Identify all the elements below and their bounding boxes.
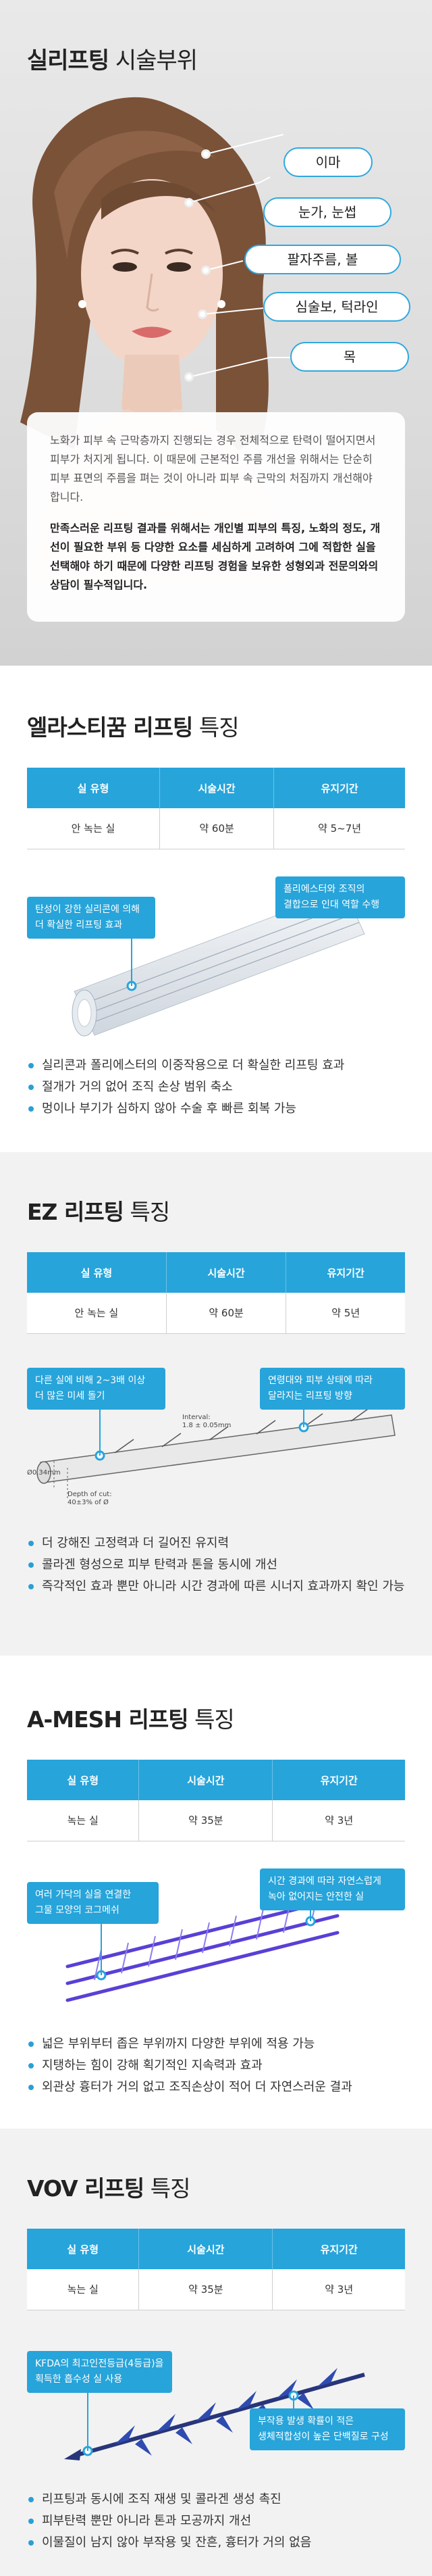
feature-list: 리프팅과 동시에 조직 재생 및 콜라겐 생성 촉진 피부탄력 뿐만 아니라 톤…	[27, 2489, 405, 2554]
thread-illustration: KFDA의 최고인전등급(4등급)을 획득한 흡수성 실 사용 부작용 발생 확…	[27, 2337, 405, 2473]
table-header: 실 유형	[27, 2229, 140, 2269]
list-item: 즉각적인 효과 뿐만 아니라 시간 경과에 따른 시너지 효과까지 확인 가능	[27, 1576, 405, 1597]
callout-dot	[198, 309, 207, 319]
table-header: 유지기간	[273, 768, 405, 808]
list-item: 리프팅과 동시에 조직 재생 및 콜라겐 생성 촉진	[27, 2489, 405, 2510]
table-cell: 안 녹는 실	[27, 808, 160, 849]
feature-bubble-left: 탄성이 강한 실리콘에 의해 더 확실한 리프팅 효과	[27, 896, 155, 939]
table-header: 실 유형	[27, 768, 160, 808]
table-cell: 녹는 실	[27, 1800, 140, 1841]
table-row: 녹는 실 약 35분 약 3년	[27, 1800, 405, 1841]
table-cell: 녹는 실	[27, 2269, 140, 2310]
table-row: 녹는 실 약 35분 약 3년	[27, 2269, 405, 2310]
section-title: 엘라스티꿈 리프팅 특징	[27, 714, 240, 741]
feature-list: 실리콘과 폴리에스터의 이중작용으로 더 확실한 리프팅 효과 절개가 거의 없…	[27, 1055, 405, 1120]
spec-table: 실 유형 시술시간 유지기간 녹는 실 약 35분 약 3년	[27, 1760, 405, 1841]
callout-dot	[201, 149, 211, 159]
list-item: 피부탄력 뿐만 아니라 톤과 모공까지 개선	[27, 2510, 405, 2532]
vov-section: VOV 리프팅 특징 실 유형 시술시간 유지기간 녹는 실 약 35분 약 3…	[0, 2129, 432, 2576]
table-cell: 약 35분	[138, 1800, 273, 1841]
table-cell: 약 60분	[166, 1293, 287, 1334]
thread-illustration: 여러 가닥의 실을 연결한 그물 모양의 코그메쉬 시간 경과에 따라 자연스럽…	[27, 1868, 405, 2017]
feature-list: 넓은 부위부터 좁은 부위까지 다양한 부위에 적용 가능 지탱하는 힘이 강해…	[27, 2033, 405, 2098]
spec-table: 실 유형 시술시간 유지기간 녹는 실 약 35분 약 3년	[27, 2229, 405, 2310]
callout-dot	[184, 198, 194, 207]
spec-table: 실 유형 시술시간 유지기간 안 녹는 실 약 60분 약 5~7년	[27, 768, 405, 849]
table-cell: 약 3년	[272, 2269, 405, 2310]
list-item: 더 강해진 고정력과 더 길어진 유지력	[27, 1533, 405, 1554]
table-header: 시술시간	[138, 2229, 273, 2269]
hero-description-box: 노화가 피부 속 근막층까지 진행되는 경우 전체적으로 탄력이 떨어지면서 피…	[27, 412, 405, 622]
feature-bubble-right: 폴리에스터와 조직의 결합으로 인대 역할 수행	[275, 876, 405, 918]
thread-illustration: Interval:1.8 ± 0.05mm Ø0.34mm Depth of c…	[27, 1361, 405, 1516]
amesh-section: A-MESH 리프팅 특징 실 유형 시술시간 유지기간 녹는 실 약 35분 …	[0, 1656, 432, 2129]
diagram-depth-label: Depth of cut:40±3% of Ø	[68, 1490, 112, 1506]
list-item: 넓은 부위부터 좁은 부위까지 다양한 부위에 적용 가능	[27, 2033, 405, 2055]
feature-bubble-right: 연령대와 피부 상태에 따라 달라지는 리프팅 방향	[260, 1367, 405, 1410]
callout-cheek: 팔자주름, 볼	[244, 245, 401, 274]
feature-bubble-left: 여러 가닥의 실을 연결한 그물 모양의 코그메쉬	[27, 1881, 159, 1924]
table-cell: 약 35분	[138, 2269, 273, 2310]
hero-title: 실리프팅 시술부위	[27, 47, 198, 74]
feature-bubble-right: 부작용 발생 확률이 적은 생체적합성이 높은 단백질로 구성	[250, 2408, 405, 2450]
hero-description: 노화가 피부 속 근막층까지 진행되는 경우 전체적으로 탄력이 떨어지면서 피…	[50, 434, 376, 503]
hero-emphasis: 만족스러운 리프팅 결과를 위해서는 개인별 피부의 특징, 노화의 정도, 개…	[50, 522, 381, 591]
table-header: 시술시간	[138, 1760, 273, 1800]
callout-eyes: 눈가, 눈썹	[263, 197, 392, 227]
vov-thread-icon	[64, 2367, 365, 2460]
section-title: EZ 리프팅 특징	[27, 1199, 170, 1225]
callout-neck: 목	[290, 342, 409, 372]
list-item: 멍이나 부기가 심하지 않아 수술 후 빠른 회복 가능	[27, 1098, 405, 1120]
list-item: 절개가 거의 없어 조직 손상 범위 축소	[27, 1076, 405, 1098]
section-title: A-MESH 리프팅 특징	[27, 1706, 235, 1733]
thread-illustration: 탄성이 강한 실리콘에 의해 더 확실한 리프팅 효과 폴리에스터와 조직의 결…	[27, 876, 405, 1039]
table-header: 시술시간	[166, 1252, 287, 1293]
callout-forehead: 이마	[284, 147, 373, 177]
table-row: 안 녹는 실 약 60분 약 5~7년	[27, 808, 405, 849]
list-item: 콜라겐 형성으로 피부 탄력과 톤을 동시에 개선	[27, 1554, 405, 1576]
table-header: 유지기간	[272, 1760, 405, 1800]
table-row: 안 녹는 실 약 60분 약 5년	[27, 1293, 405, 1334]
table-cell: 약 5년	[286, 1293, 405, 1334]
table-cell: 약 3년	[272, 1800, 405, 1841]
list-item: 실리콘과 폴리에스터의 이중작용으로 더 확실한 리프팅 효과	[27, 1055, 405, 1076]
callout-dot	[184, 372, 194, 382]
diagram-diameter-label: Ø0.34mm	[27, 1468, 61, 1477]
table-header: 유지기간	[286, 1252, 405, 1293]
table-cell: 안 녹는 실	[27, 1293, 167, 1334]
list-item: 외관상 흉터가 거의 없고 조직손상이 적어 더 자연스러운 결과	[27, 2077, 405, 2098]
section-title: VOV 리프팅 특징	[27, 2175, 190, 2202]
diagram-interval-label: Interval:1.8 ± 0.05mm	[182, 1413, 232, 1429]
elastikkum-section: 엘라스티꿈 리프팅 특징 실 유형 시술시간 유지기간 안 녹는 실 약 60분…	[0, 666, 432, 1152]
elastikkum-thread-icon	[72, 889, 365, 1036]
ez-thread-icon	[36, 1401, 396, 1500]
table-header: 실 유형	[27, 1760, 140, 1800]
hero-section: 실리프팅 시술부위	[0, 0, 432, 666]
list-item: 지탱하는 힘이 강해 획기적인 지속력과 효과	[27, 2055, 405, 2077]
table-cell: 약 5~7년	[273, 808, 405, 849]
ez-section: EZ 리프팅 특징 실 유형 시술시간 유지기간 안 녹는 실 약 60분 약 …	[0, 1152, 432, 1656]
table-header: 시술시간	[159, 768, 275, 808]
callout-jawline: 심술보, 턱라인	[263, 292, 410, 322]
spec-table: 실 유형 시술시간 유지기간 안 녹는 실 약 60분 약 5년	[27, 1252, 405, 1334]
feature-bubble-right: 시간 경과에 따라 자연스럽게 녹아 없어지는 안전한 실	[260, 1868, 405, 1910]
feature-bubble-left: KFDA의 최고인전등급(4등급)을 획득한 흡수성 실 사용	[27, 2350, 172, 2393]
table-header: 실 유형	[27, 1252, 167, 1293]
table-header: 유지기간	[272, 2229, 405, 2269]
table-cell: 약 60분	[159, 808, 275, 849]
feature-list: 더 강해진 고정력과 더 길어진 유지력 콜라겐 형성으로 피부 탄력과 톤을 …	[27, 1533, 405, 1597]
list-item: 이물질이 남지 않아 부작용 및 잔흔, 흉터가 거의 없음	[27, 2532, 405, 2554]
feature-bubble-left: 다른 실에 비해 2~3배 이상 더 많은 미세 돌기	[27, 1367, 165, 1410]
callout-lines	[188, 134, 290, 378]
callout-dot	[201, 266, 211, 275]
